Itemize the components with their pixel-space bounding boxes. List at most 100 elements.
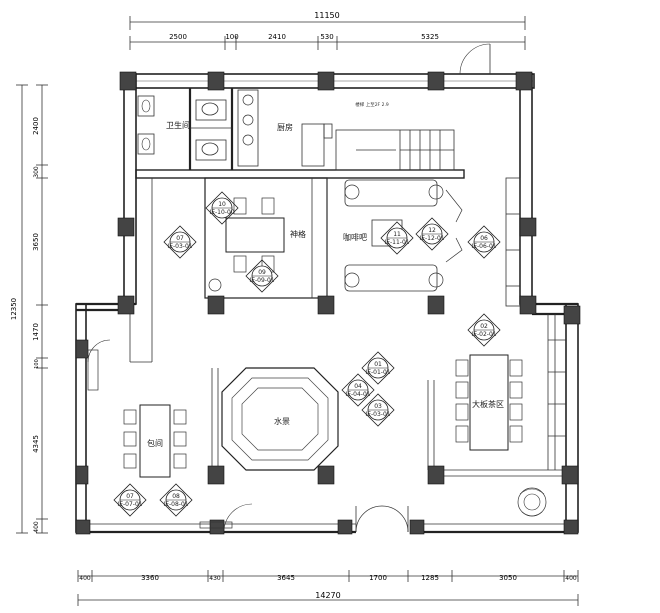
column: [317, 295, 335, 315]
cafe-area: 咖啡吧: [343, 179, 463, 292]
left-dim-4: 1470: [32, 323, 40, 341]
pond: 水景: [221, 367, 339, 471]
top-dim-2: 100: [225, 33, 238, 41]
section-tag: 02 IE-02-01: [467, 313, 501, 347]
column: [75, 339, 89, 359]
tag-ref: IE-06-01: [471, 243, 496, 250]
tag-number: 03: [374, 403, 382, 410]
bottom-dim-7: 3050: [499, 574, 517, 582]
column: [427, 71, 445, 91]
section-tags: 10 IE-10-00 07 IE-03-01 09 IE-09-01 11 I…: [113, 191, 501, 517]
bathroom-label: 卫生间: [166, 120, 190, 130]
top-dim-1: 2500: [169, 33, 187, 41]
top-total-dim: 11150: [314, 11, 339, 20]
columns: [75, 71, 581, 535]
tag-ref: IE-02-01: [471, 331, 496, 338]
top-dim-4: 530: [320, 33, 333, 41]
tag-ref: IE-04-01: [345, 391, 370, 398]
tag-number: 08: [172, 493, 180, 500]
left-dim-2: 300: [33, 166, 40, 178]
bottom-dim-8: 400: [565, 575, 577, 582]
column: [337, 519, 353, 535]
section-tag: 07 IE-03-01: [163, 225, 197, 259]
column: [409, 519, 425, 535]
section-tag: 06 IE-06-01: [467, 225, 501, 259]
interior-walls: [129, 88, 566, 477]
left-dim-3: 3650: [32, 233, 40, 251]
left-dim-6: 4345: [32, 435, 40, 453]
bottom-dim-5: 1700: [369, 574, 387, 582]
column: [563, 519, 579, 535]
bottom-total-dim: 14270: [315, 591, 340, 600]
bottom-dim-3: 430: [209, 575, 221, 582]
column: [207, 465, 225, 485]
stair-note: 楼梯 上至2F 2.9: [355, 101, 389, 108]
section-tag: 07 IE-07-01: [113, 483, 147, 517]
column: [119, 71, 137, 91]
left-total-dim: 12350: [10, 298, 18, 320]
column: [427, 295, 445, 315]
column: [519, 295, 537, 315]
tag-number: 10: [218, 201, 226, 208]
section-tag: 04 IE-04-01: [341, 373, 375, 407]
tag-ref: IE-01-01: [365, 369, 390, 376]
left-dim-1: 2400: [32, 117, 40, 135]
section-tag: 08 IE-08-01: [159, 483, 193, 517]
bathroom: 卫生间: [137, 95, 227, 161]
bottom-dim-6: 1285: [421, 574, 439, 582]
entrance-doors: [199, 503, 409, 533]
left-dim-5: 100: [34, 359, 40, 369]
staircase: [335, 129, 455, 171]
section-tag: 12 IE-12-01: [415, 217, 449, 251]
section-tag: 03 IE-03-01: [361, 393, 395, 427]
tag-ref: IE-08-01: [163, 501, 188, 508]
tag-ref: IE-12-01: [419, 235, 444, 242]
column: [515, 71, 533, 91]
tag-number: 01: [374, 361, 382, 368]
cafe-label: 咖啡吧: [343, 232, 367, 242]
section-tag: 11 IE-11-01: [380, 221, 414, 255]
tag-ref: IE-03-01: [365, 411, 390, 418]
private-room: 包间: [87, 339, 187, 478]
big-tea-label: 大板茶区: [472, 399, 504, 409]
top-dimensions: 11150 2500 100 2410 530 5325: [129, 11, 526, 50]
tag-number: 02: [480, 323, 488, 330]
kitchen-label: 厨房: [277, 122, 293, 132]
tag-ref: IE-10-00: [209, 209, 234, 216]
column: [209, 519, 225, 535]
tag-number: 09: [258, 269, 266, 276]
tag-number: 07: [176, 235, 184, 242]
bottom-dim-4: 3645: [277, 574, 295, 582]
section-tag: 09 IE-09-01: [245, 259, 279, 293]
tag-ref: IE-11-01: [384, 239, 409, 246]
bottom-dim-1: 400: [79, 575, 91, 582]
left-dim-7: 400: [33, 521, 40, 533]
column: [117, 217, 135, 237]
top-dim-3: 2410: [268, 33, 286, 41]
column: [317, 71, 335, 91]
column: [561, 465, 579, 485]
top-right-door: [459, 43, 491, 75]
column: [75, 465, 89, 485]
column: [207, 71, 225, 91]
tag-ref: IE-09-01: [249, 277, 274, 284]
shrine-room: 神格: [208, 197, 306, 292]
tag-ref: IE-03-01: [167, 243, 192, 250]
column: [519, 217, 537, 237]
bottom-dimensions: 400 3360 430 3645 1700 1285 3050 400 142…: [77, 570, 579, 606]
column: [207, 295, 225, 315]
left-dimensions: 12350 2400 300 3650 1470 100 4345 400: [10, 84, 48, 534]
tag-ref: IE-07-01: [117, 501, 142, 508]
pond-label: 水景: [274, 416, 290, 426]
section-tag: 01 IE-01-01: [361, 351, 395, 385]
section-tag: 10 IE-10-00: [205, 191, 239, 225]
column: [117, 295, 135, 315]
bottom-dim-2: 3360: [141, 574, 159, 582]
big-tea-area: 大板茶区: [455, 354, 547, 517]
kitchen: 厨房 楼梯 上至2F 2.9: [237, 89, 389, 167]
column: [563, 305, 581, 325]
private-room-label: 包间: [147, 438, 163, 448]
tag-number: 06: [480, 235, 488, 242]
top-dim-5: 5325: [421, 33, 439, 41]
